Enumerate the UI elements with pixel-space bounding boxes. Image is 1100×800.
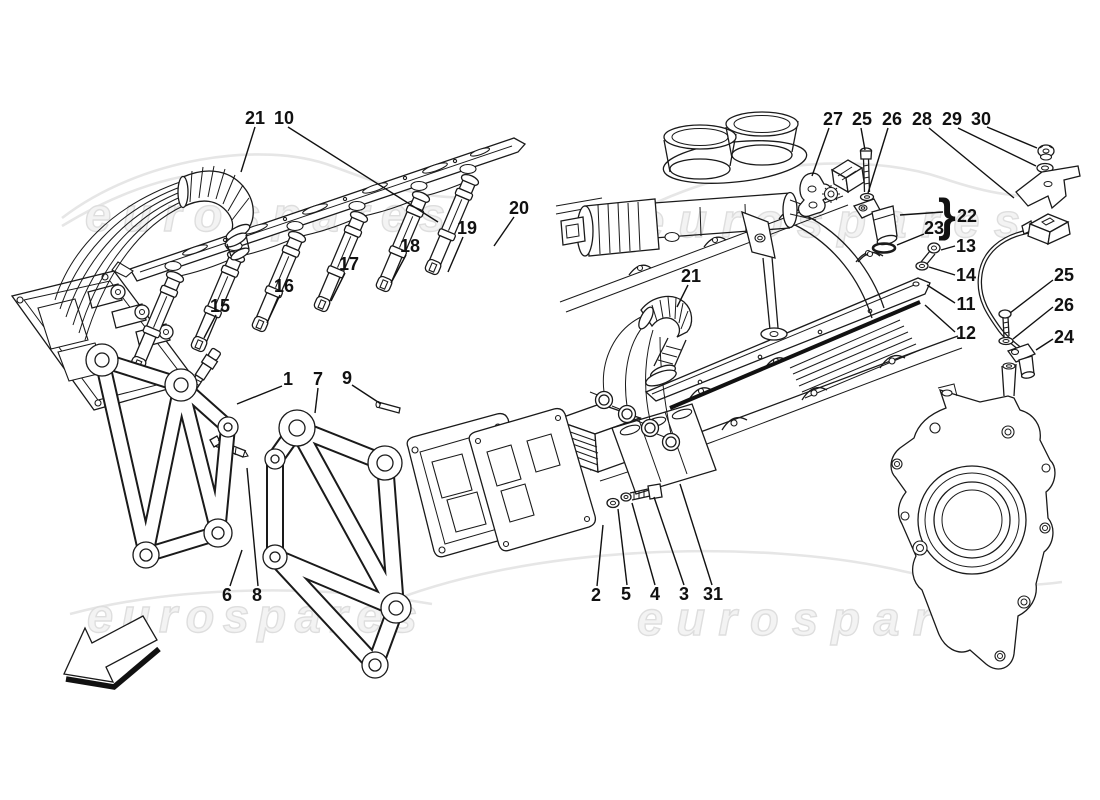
timing-cover-plate: [890, 362, 1056, 670]
part-label-9: 9: [341, 368, 353, 388]
part-label-8: 8: [251, 585, 263, 605]
part-label-21-a: 21: [244, 108, 266, 128]
part-label-15: 15: [209, 296, 231, 316]
clamp-bracket-27: [797, 172, 832, 218]
part-label-3: 3: [678, 584, 690, 604]
coil-assembly-31: [589, 390, 717, 509]
sensor-cluster: [789, 147, 898, 263]
part-label-26-b: 26: [1053, 295, 1075, 315]
part-label-10: 10: [273, 108, 295, 128]
part-label-2: 2: [590, 585, 602, 605]
dowel-pin-9: [375, 400, 401, 414]
direction-arrow: [63, 615, 161, 690]
part-label-18: 18: [399, 236, 421, 256]
sensor-22: [852, 198, 898, 246]
o-ring-23: [871, 242, 897, 254]
spark-plug-boots: [126, 163, 481, 375]
wire-harness-21: [54, 165, 254, 341]
part-label-31: 31: [702, 584, 724, 604]
part-label-23: 23: [923, 218, 945, 238]
fuel-rail-damper: [555, 191, 885, 341]
part-label-1: 1: [282, 369, 294, 389]
spark-wire-conduit-rail: [644, 277, 931, 410]
part-label-29: 29: [941, 109, 963, 129]
part-label-5: 5: [620, 584, 632, 604]
sensor-24-cable-group: [977, 213, 1071, 379]
brace-22: }: [938, 189, 956, 241]
leader-lines: [203, 126, 1054, 587]
part-label-27: 27: [822, 109, 844, 129]
part-label-24: 24: [1053, 327, 1075, 347]
screw-25: [859, 147, 875, 202]
engine-bracket-7: [262, 409, 412, 679]
part-label-6: 6: [221, 585, 233, 605]
sensor-24: [1006, 343, 1036, 379]
part-label-20: 20: [508, 198, 530, 218]
throttle-trumpet-assembly: [662, 111, 808, 184]
part-label-26-a: 26: [881, 109, 903, 129]
part-label-12: 12: [955, 323, 977, 343]
part-label-7: 7: [312, 369, 324, 389]
cover-plates-2: [406, 407, 597, 558]
part-label-17: 17: [338, 254, 360, 274]
wire-harness-21b: [602, 295, 693, 435]
part-label-21-b: 21: [680, 266, 702, 286]
screw-13-washer-14: [915, 242, 941, 271]
part-label-19: 19: [456, 218, 478, 238]
part-label-14: 14: [955, 265, 977, 285]
part-label-25-a: 25: [851, 109, 873, 129]
engine-bracket-6: [85, 343, 239, 569]
part-label-28: 28: [911, 109, 933, 129]
part-label-11: 11: [956, 294, 976, 314]
part-label-16: 16: [273, 276, 295, 296]
part-label-13: 13: [955, 236, 977, 256]
part-label-30: 30: [970, 109, 992, 129]
part-label-4: 4: [649, 584, 661, 604]
bracket-28-group: [1015, 144, 1081, 210]
part-label-25-b: 25: [1053, 265, 1075, 285]
lock-washer-26: [822, 185, 840, 203]
part-label-22: 22: [956, 206, 978, 226]
